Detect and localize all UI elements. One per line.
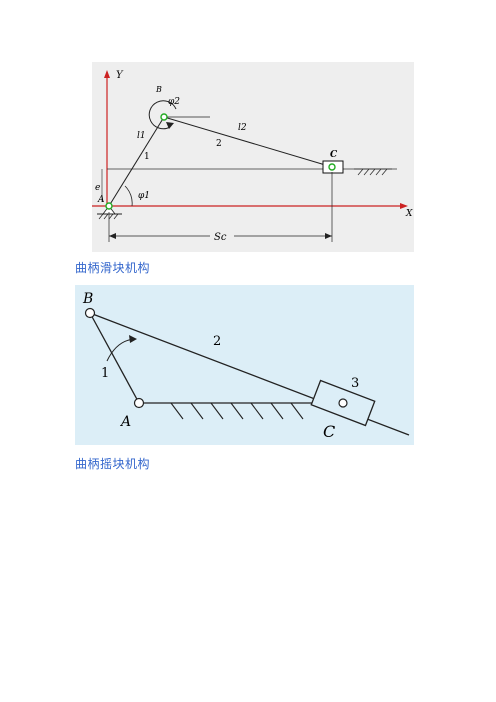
crank-rocking-block-figure: B A C 1 2 3 [75, 285, 414, 445]
x-axis-arrow [400, 203, 408, 209]
joint-c [328, 163, 336, 171]
phi2-arrow [166, 122, 174, 129]
label-e: e [95, 183, 100, 193]
crank-link-1 [108, 116, 165, 207]
joint-b [84, 307, 96, 319]
label-point-b: B [82, 291, 93, 307]
label-l1: l1 [137, 131, 146, 141]
ground-hatch [170, 402, 304, 420]
phi1-arc [124, 185, 133, 207]
y-axis-label: Y [116, 70, 124, 81]
caption-slider-crank: 曲柄滑块机构 [75, 261, 151, 275]
label-link1: 1 [144, 152, 150, 162]
label-point-a: A [97, 195, 105, 205]
caption-crank-rocking-block: 曲柄摇块机构 [75, 457, 151, 471]
y-axis-arrow [104, 70, 110, 78]
sc-arrow-left [109, 233, 116, 239]
rotation-arrow [129, 335, 137, 343]
label-phi1: φ1 [138, 191, 150, 201]
label-point-a: A [119, 414, 131, 430]
ground-hatch-a [98, 213, 119, 220]
label-point-b: B [155, 85, 162, 94]
label-link3: 3 [351, 376, 359, 391]
slider-crank-figure: Y X φ2 B φ1 e l1 1 l2 2 [92, 62, 414, 252]
ground-hatch-c [357, 168, 388, 176]
sc-arrow-right [325, 233, 332, 239]
label-link1: 1 [101, 366, 109, 381]
crank-rocking-block-diagram: B A C 1 2 3 [82, 291, 410, 441]
phi2-arc [148, 100, 177, 130]
joint-a [105, 202, 113, 210]
joint-b [160, 113, 168, 121]
slider-crank-diagram: Y X φ2 B φ1 e l1 1 l2 2 [92, 70, 413, 243]
label-point-c: C [330, 150, 338, 160]
label-point-c: C [323, 422, 335, 441]
label-sc: Sc [214, 232, 227, 243]
label-l2: l2 [238, 123, 247, 133]
label-phi2: φ2 [168, 97, 180, 107]
connecting-rod-link-2 [163, 116, 333, 168]
joint-c [338, 398, 348, 408]
crank-link-1 [89, 312, 140, 404]
joint-a [133, 397, 145, 409]
x-axis-label: X [405, 209, 413, 219]
label-link2: 2 [216, 139, 222, 149]
label-link2: 2 [213, 334, 221, 349]
